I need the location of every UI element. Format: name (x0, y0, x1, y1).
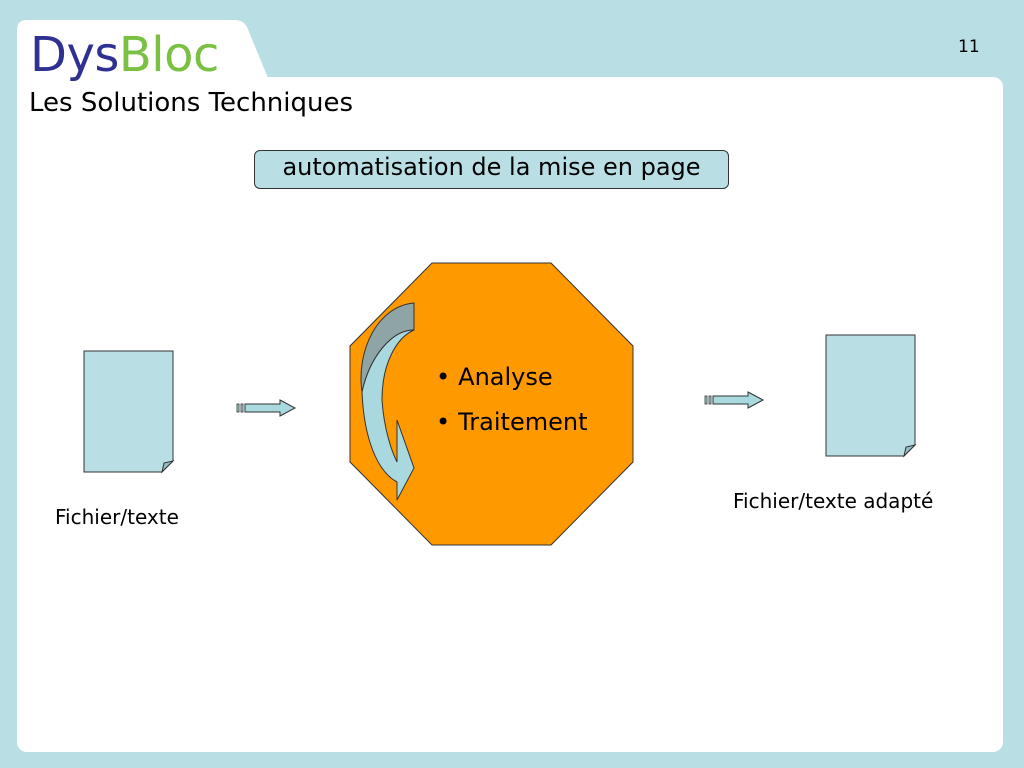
brand-part-bloc: Bloc (118, 27, 220, 83)
brand-part-dys: Dys (30, 27, 119, 83)
header-tab (17, 20, 268, 90)
input-file-icon (83, 350, 175, 474)
curved-arrow-icon (360, 302, 415, 501)
output-file-label: Fichier/texte adapté (733, 489, 934, 513)
brand-logo: DysBloc (30, 27, 219, 83)
process-step-traitement: Traitement (436, 400, 587, 445)
input-file-label: Fichier/texte (55, 505, 179, 529)
page-number: 11 (958, 37, 980, 57)
arrow-right-icon (236, 399, 297, 417)
output-file-icon (825, 334, 917, 458)
arrow-right-icon (704, 391, 765, 409)
slide-subtitle: Les Solutions Techniques (29, 88, 354, 118)
process-step-analyse: Analyse (436, 355, 587, 400)
caption-box: automatisation de la mise en page (254, 150, 729, 189)
process-steps-list: Analyse Traitement (436, 355, 587, 445)
